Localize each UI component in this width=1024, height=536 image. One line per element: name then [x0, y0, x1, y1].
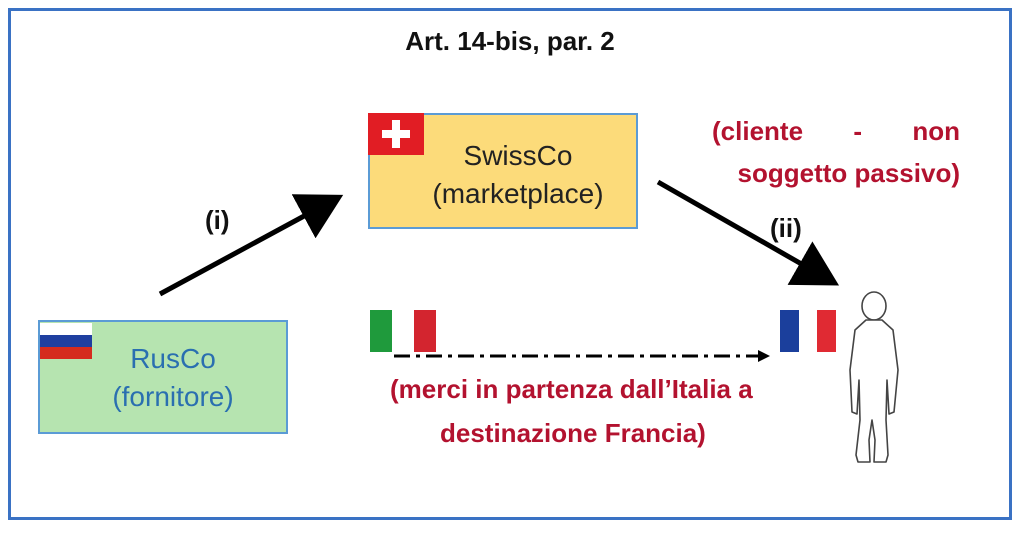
client-label-part-b: -: [853, 116, 863, 146]
arrow-i: [158, 194, 344, 297]
diagram-frame: [8, 8, 1012, 520]
switzerland-flag-icon: [368, 113, 424, 155]
client-label-part-a: (cliente: [712, 116, 804, 146]
arrow-ii-label: (ii): [770, 213, 802, 243]
client-label-line1: (cliente - non: [712, 116, 960, 147]
goods-label-line2: destinazione Francia): [440, 418, 706, 448]
arrow-i-label: (i): [205, 205, 230, 235]
russia-flag-icon: [40, 323, 92, 359]
france-flag-icon: [780, 310, 836, 352]
rusco-name: RusCo: [130, 343, 216, 374]
client-label-part-c: non: [912, 116, 960, 146]
swissco-role: (marketplace): [432, 178, 604, 209]
rusco-role: (fornitore): [112, 381, 234, 412]
diagram-title: Art. 14-bis, par. 2: [405, 26, 615, 56]
swissco-name: SwissCo: [463, 140, 573, 171]
rusco-box: RusCo (fornitore): [38, 320, 288, 434]
arrow-ii: [656, 179, 840, 286]
goods-label-line1: (merci in partenza dall’Italia a: [390, 374, 753, 404]
person-icon: [849, 291, 899, 463]
client-label-line2: soggetto passivo): [737, 158, 960, 188]
italy-flag-icon: [370, 310, 436, 352]
